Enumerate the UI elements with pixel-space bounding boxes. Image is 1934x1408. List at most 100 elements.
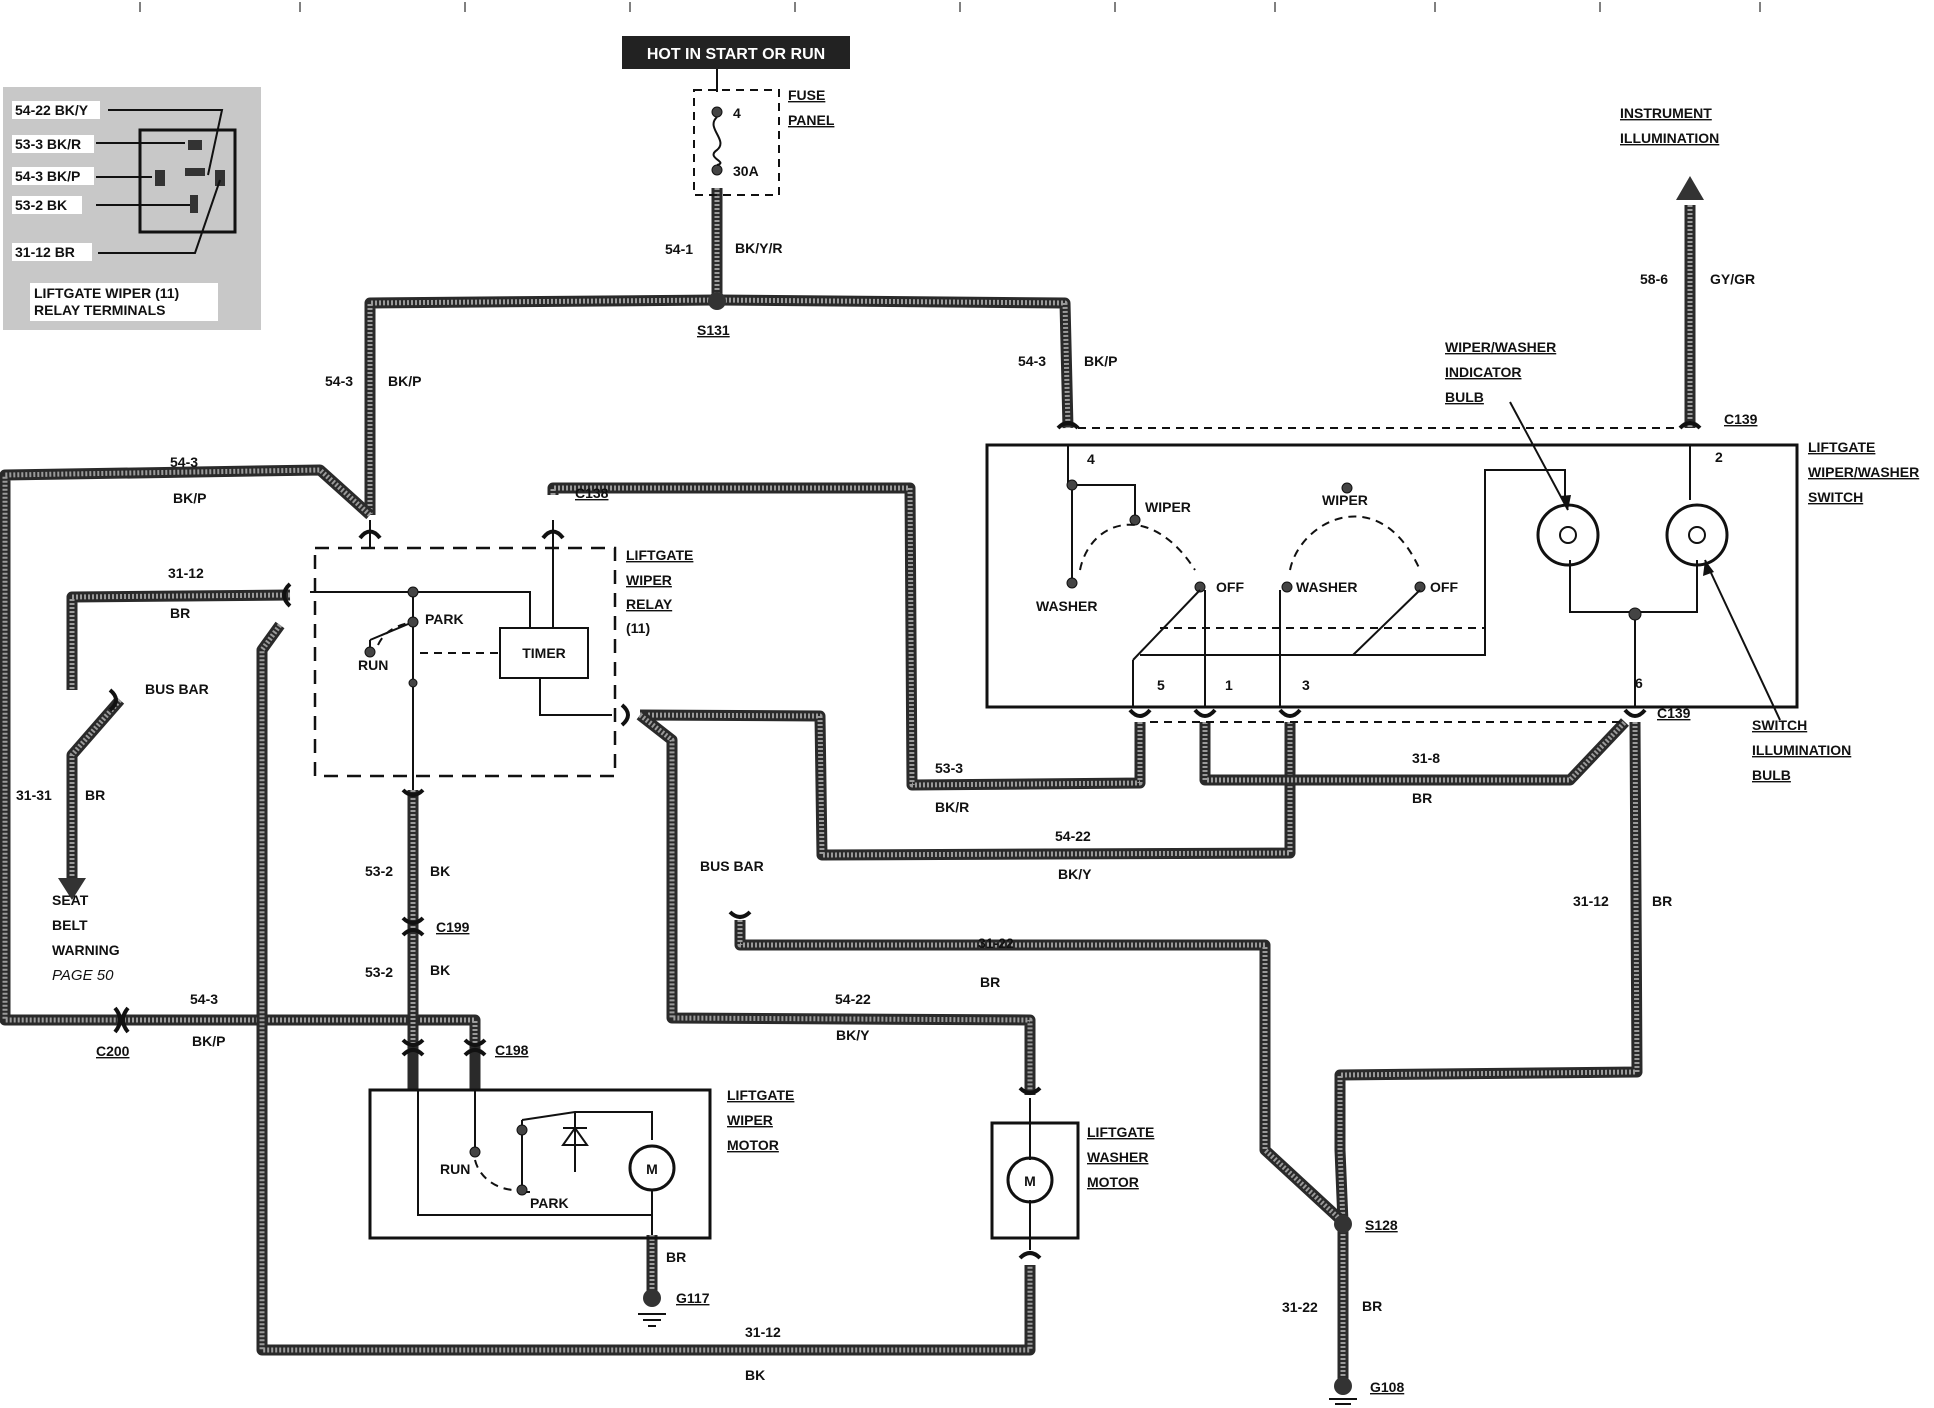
connectors: C138 C199 C198 C200 C139 C139 (96, 411, 1758, 1260)
switch-pin-6: 6 (1635, 675, 1643, 691)
w53-3-color: BK/R (935, 799, 969, 815)
relay-title-2: WIPER (626, 572, 672, 588)
wiper-motor-park: PARK (530, 1195, 569, 1211)
instrument-l1: INSTRUMENT (1620, 105, 1712, 121)
switch-pin-5: 5 (1157, 677, 1165, 693)
w53-2-a-color: BK (430, 863, 450, 879)
motor-ground-wire-color: BR (666, 1249, 686, 1265)
c199-label: C199 (436, 919, 470, 935)
w54-22-b-circuit: 54-22 (835, 991, 871, 1007)
w31-12-a-circuit: 31-12 (168, 565, 204, 581)
w54-3-d-circuit: 54-3 (190, 991, 218, 1007)
liftgate-wiper-motor: M RUN PARK LIFTGATE WIPER MOTOR (368, 1087, 794, 1240)
inset-label-53-3: 53-3 BK/R (15, 136, 81, 152)
switch-pin-4: 4 (1087, 451, 1095, 467)
w31-12-b-circuit: 31-12 (1573, 893, 1609, 909)
liftgate-washer-motor: M LIFTGATE WASHER MOTOR (990, 1098, 1154, 1250)
w54-3-b-color: BK/P (1084, 353, 1117, 369)
relay-title-4: (11) (626, 620, 650, 636)
w31-22-b-circuit: 31-22 (1282, 1299, 1318, 1315)
w54-3-c-color: BK/P (173, 490, 206, 506)
ground-g117: G117 (638, 1289, 710, 1327)
page-edge-ticks (139, 2, 1761, 12)
timer-label: TIMER (522, 645, 566, 661)
washer-motor-title-3: MOTOR (1087, 1174, 1139, 1190)
washer-motor-m: M (1024, 1173, 1036, 1189)
inset-label-54-22: 54-22 BK/Y (15, 102, 89, 118)
relay-terminals-inset: 54-22 BK/Y 53-3 BK/R 54-3 BK/P 53-2 BK 3… (3, 87, 261, 330)
wiper-motor-title-2: WIPER (727, 1112, 773, 1128)
illumination-bulb-callout: SWITCH ILLUMINATION BULB (1703, 559, 1851, 783)
w31-12-c-circuit: 31-12 (745, 1324, 781, 1340)
splice-s128: S128 (1334, 1215, 1398, 1233)
seat-belt-warning: SEAT BELT WARNING PAGE 50 (52, 878, 120, 984)
w53-2-b-circuit: 53-2 (365, 964, 393, 980)
w54-3-c-circuit: 54-3 (170, 454, 198, 470)
g117-label: G117 (676, 1290, 710, 1306)
relay-title-1: LIFTGATE (626, 547, 693, 563)
seat-belt-l4: PAGE 50 (52, 967, 114, 984)
wire-labels: 54-1 BK/Y/R 54-3 BK/P 54-3 BK/P 54-3 BK/… (16, 240, 1755, 1383)
s131-label: S131 (697, 322, 730, 338)
wiper-motor-run: RUN (440, 1161, 470, 1177)
bus-bar-left: BUS BAR (145, 681, 209, 697)
liftgate-wiper-washer-switch: 4 2 5 1 3 6 WIPER WASHER OFF WIPER WASHE… (985, 427, 1919, 723)
indicator-l3: BULB (1445, 389, 1484, 405)
w31-8-circuit: 31-8 (1412, 750, 1440, 766)
w54-1-circuit: 54-1 (665, 241, 693, 257)
illumination-l1: SWITCH (1752, 717, 1807, 733)
fuse-panel-title-2: PANEL (788, 112, 835, 128)
w54-22-a-circuit: 54-22 (1055, 828, 1091, 844)
hot-in-start-or-run-label: HOT IN START OR RUN (647, 46, 825, 63)
indicator-bulb-callout: WIPER/WASHER INDICATOR BULB (1445, 339, 1571, 511)
wires (0, 188, 1696, 1390)
wiper-motor-title-1: LIFTGATE (727, 1087, 794, 1103)
w54-22-a-color: BK/Y (1058, 866, 1092, 882)
w31-12-b-color: BR (1652, 893, 1672, 909)
ground-g108: G108 (1329, 1377, 1404, 1405)
instrument-illumination: INSTRUMENT ILLUMINATION (1620, 105, 1719, 200)
relay-park-label: PARK (425, 611, 464, 627)
liftgate-wiper-relay: TIMER PARK RUN LIFTGATE WIPER RELAY (11) (310, 520, 693, 790)
indicator-l1: WIPER/WASHER (1445, 339, 1556, 355)
s128-label: S128 (1365, 1217, 1398, 1233)
w31-22-a-circuit: 31-22 (978, 935, 1014, 951)
w31-12-c-color: BK (745, 1367, 765, 1383)
switch-wiper-2: WIPER (1322, 492, 1368, 508)
c198-label: C198 (495, 1042, 529, 1058)
c138-label: C138 (575, 485, 609, 501)
switch-title-2: WIPER/WASHER (1808, 464, 1919, 480)
power-source: HOT IN START OR RUN (622, 36, 850, 92)
w31-12-a-color: BR (170, 605, 190, 621)
switch-wiper-1: WIPER (1145, 499, 1191, 515)
switch-washer-1: WASHER (1036, 598, 1097, 614)
switch-pin-3: 3 (1302, 677, 1310, 693)
inset-label-54-3: 54-3 BK/P (15, 168, 80, 184)
w53-3-circuit: 53-3 (935, 760, 963, 776)
c139-top-label: C139 (1724, 411, 1758, 427)
washer-motor-title-1: LIFTGATE (1087, 1124, 1154, 1140)
switch-pin-2: 2 (1715, 449, 1723, 465)
relay-run-label: RUN (358, 657, 388, 673)
inset-caption-1: LIFTGATE WIPER (11) (34, 285, 179, 301)
w54-3-b-circuit: 54-3 (1018, 353, 1046, 369)
c200-label: C200 (96, 1043, 130, 1059)
w54-3-a-color: BK/P (388, 373, 421, 389)
inset-caption-2: RELAY TERMINALS (34, 302, 165, 318)
wiper-motor-m: M (646, 1161, 658, 1177)
w31-22-a-color: BR (980, 974, 1000, 990)
w53-2-a-circuit: 53-2 (365, 863, 393, 879)
g108-label: G108 (1370, 1379, 1404, 1395)
illumination-l2: ILLUMINATION (1752, 742, 1851, 758)
w31-8-color: BR (1412, 790, 1432, 806)
seat-belt-l2: BELT (52, 917, 88, 933)
w31-22-b-color: BR (1362, 1298, 1382, 1314)
fuse-number: 4 (733, 105, 741, 121)
wiper-motor-title-3: MOTOR (727, 1137, 779, 1153)
w54-3-d-color: BK/P (192, 1033, 225, 1049)
w54-3-a-circuit: 54-3 (325, 373, 353, 389)
instrument-l2: ILLUMINATION (1620, 130, 1719, 146)
switch-title-3: SWITCH (1808, 489, 1863, 505)
seat-belt-l1: SEAT (52, 892, 89, 908)
switch-pin-1: 1 (1225, 677, 1233, 693)
